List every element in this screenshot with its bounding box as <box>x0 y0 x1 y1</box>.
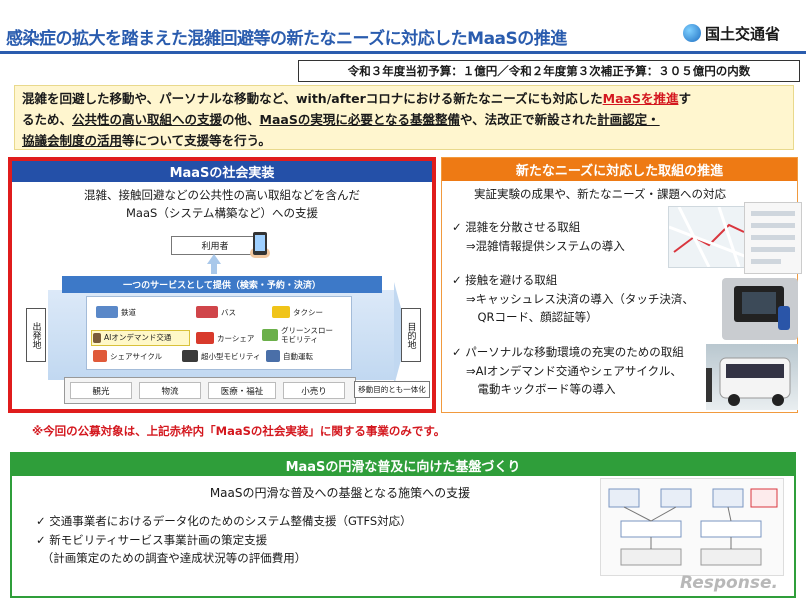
payment-terminal-icon <box>734 286 790 330</box>
mode-bus-label: バス <box>221 307 236 317</box>
social-implementation-desc: 混雑、接触回避などの公共性の高い取組などを含んだ MaaS（システム構築など）へ… <box>14 186 430 222</box>
ultra-compact-car-icon <box>182 350 198 362</box>
mode-share-cycle: シェアサイクル <box>93 350 162 362</box>
social-implementation-desc-2: MaaS（システム構築など）への支援 <box>126 206 318 220</box>
mode-bus: バス <box>196 306 236 318</box>
foundation-panel <box>10 452 796 598</box>
intro-line-2a: るため、 <box>22 112 73 127</box>
intro-line-3b: 等について支援等を行う。 <box>122 133 271 148</box>
mode-autonomous: 自動運転 <box>266 350 313 362</box>
smartphone-screen <box>255 235 265 251</box>
contact-item-detail-1: ⇒キャッシュレス決済の導入（タッチ決済、 <box>466 292 694 306</box>
response-watermark: Response. <box>680 573 778 593</box>
up-arrow-icon <box>207 254 221 264</box>
departure-box: 出発地 <box>26 308 46 362</box>
train-icon <box>96 306 118 318</box>
purpose-retail: 小売り <box>283 382 345 399</box>
intro-text: 混雑を回避した移動や、パーソナルな移動など、with/afterコロナにおける新… <box>22 88 792 151</box>
up-arrow-stem <box>211 262 217 274</box>
contact-item-detail-2: QRコード、顔認証等） <box>466 310 598 324</box>
taxi-icon <box>272 306 290 318</box>
page-title: 感染症の拡大を踏まえた混雑回避等の新たなニーズに対応したMaaSの推進 <box>6 29 567 49</box>
mode-green-slow-labels: グリーンスロー モビリティ <box>281 326 333 344</box>
mode-rail-label: 鉄道 <box>121 307 136 317</box>
foundation-desc: MaaSの円滑な普及への基盤となる施策への支援 <box>209 486 471 500</box>
intro-line-3: 協議会制度の活用等について支援等を行う。 <box>22 130 792 151</box>
foundation-item-plan: ✓ 新モビリティサービス事業計画の策定支援 <box>36 533 268 547</box>
mode-green-slow-label-1: グリーンスロー <box>281 326 333 335</box>
congestion-item-detail: ⇒混雑情報提供システムの導入 <box>466 239 625 253</box>
destination-box: 目的地 <box>401 308 421 362</box>
purpose-integration-label: 移動目的とも一体化 <box>354 381 430 398</box>
purpose-logistics: 物流 <box>139 382 201 399</box>
integrated-service-bar: 一つのサービスとして提供（検索・予約・決済） <box>62 276 382 293</box>
data-platform-diagram <box>600 478 784 576</box>
mode-green-slow: グリーンスロー モビリティ <box>262 326 333 344</box>
mode-green-slow-label-2: モビリティ <box>281 335 319 344</box>
intro-line-2f: 計画認定・ <box>597 112 660 127</box>
autonomous-bus-image <box>706 344 798 410</box>
ondemand-bus-icon <box>706 357 791 406</box>
intro-line-1b: MaaSを推進 <box>602 91 679 106</box>
ministry-logo: 国土交通省 <box>683 21 799 45</box>
personal-item-detail-1: ⇒AIオンデマンド交通やシェアサイクル、 <box>466 364 682 378</box>
mode-taxi-label: タクシー <box>293 307 323 317</box>
green-slow-mobility-icon <box>262 329 278 341</box>
mode-carshare: カーシェア <box>196 332 254 344</box>
title-rule <box>0 51 806 54</box>
congestion-app-screenshot <box>744 202 802 274</box>
budget-box: 令和３年度当初予算：１億円／令和２年度第３次補正予算：３０５億円の内数 <box>298 60 800 82</box>
cashless-payment-image <box>722 278 798 340</box>
ai-ondemand-icon <box>93 332 101 343</box>
intro-line-2: るため、公共性の高い取組への支援の他、MaaSの実現に必要となる基盤整備や、法改… <box>22 109 792 130</box>
intro-line-2d: MaaSの実現に必要となる基盤整備 <box>259 112 460 127</box>
contact-item-title: ✓ 接触を避ける取組 <box>452 273 558 287</box>
app-list-icon <box>751 211 795 264</box>
congestion-map-image <box>668 206 748 268</box>
purpose-medical-welfare: 医療・福祉 <box>208 382 276 399</box>
ai-ondemand-highlight <box>91 330 190 346</box>
user-box: 利用者 <box>171 236 259 255</box>
intro-line-2b: 公共性の高い取組への支援 <box>72 112 223 127</box>
autonomous-vehicle-icon <box>266 350 280 362</box>
intro-line-1: 混雑を回避した移動や、パーソナルな移動など、with/afterコロナにおける新… <box>22 88 792 109</box>
new-needs-desc: 実証実験の成果や、新たなニーズ・課題への対応 <box>473 187 727 201</box>
foundation-item-plan-detail: （計画策定のための調査や達成状況等の評価費用） <box>36 551 307 565</box>
mode-ultra-compact: 超小型モビリティ <box>182 350 261 362</box>
ministry-name: 国土交通省 <box>705 24 781 43</box>
purpose-tourism: 観光 <box>70 382 132 399</box>
personal-item-detail-2: 電動キックボード等の導入 <box>466 382 616 396</box>
intro-line-2e: や、法改正で新設された <box>459 112 598 127</box>
social-implementation-desc-1: 混雑、接触回避などの公共性の高い取組などを含んだ <box>84 188 360 202</box>
mode-cycle-label: シェアサイクル <box>110 351 163 361</box>
personal-item-title: ✓ パーソナルな移動環境の充実のための取組 <box>452 345 684 359</box>
mlit-emblem-icon <box>683 24 701 42</box>
new-needs-heading: 新たなニーズに対応した取組の推進 <box>442 158 797 181</box>
mode-ai-label: AIオンデマンド交通 <box>104 333 172 342</box>
foundation-item-gtfs: ✓ 交通事業者におけるデータ化のためのシステム整備支援（GTFS対応） <box>36 514 412 528</box>
mode-ultra-label: 超小型モビリティ <box>201 351 261 361</box>
foundation-heading: MaaSの円滑な普及に向けた基盤づくり <box>12 454 794 476</box>
application-notice: ※今回の公募対象は、上記赤枠内「MaaSの社会実装」に関する事業のみです。 <box>32 424 446 438</box>
mode-auto-label: 自動運転 <box>283 351 313 361</box>
carshare-icon <box>196 332 214 344</box>
congestion-item-title: ✓ 混雑を分散させる取組 <box>452 220 581 234</box>
route-map-icon <box>669 207 747 267</box>
mode-ai-ondemand: AIオンデマンド交通 <box>93 332 171 343</box>
intro-line-1c: す <box>678 91 691 106</box>
bus-icon <box>196 306 218 318</box>
intro-box <box>14 85 794 150</box>
mode-rail: 鉄道 <box>96 306 136 318</box>
intro-line-3a: 協議会制度の活用 <box>22 133 123 148</box>
mode-carshare-label: カーシェア <box>217 333 255 343</box>
mode-taxi: タクシー <box>272 306 323 318</box>
bicycle-icon <box>93 350 107 362</box>
intro-line-2c: の他、 <box>222 112 260 127</box>
data-flow-diagram-icon <box>608 488 778 566</box>
social-implementation-heading: MaaSの社会実装 <box>12 161 432 182</box>
intro-line-1a: 混雑を回避した移動や、パーソナルな移動など、with/afterコロナにおける新… <box>22 91 603 106</box>
